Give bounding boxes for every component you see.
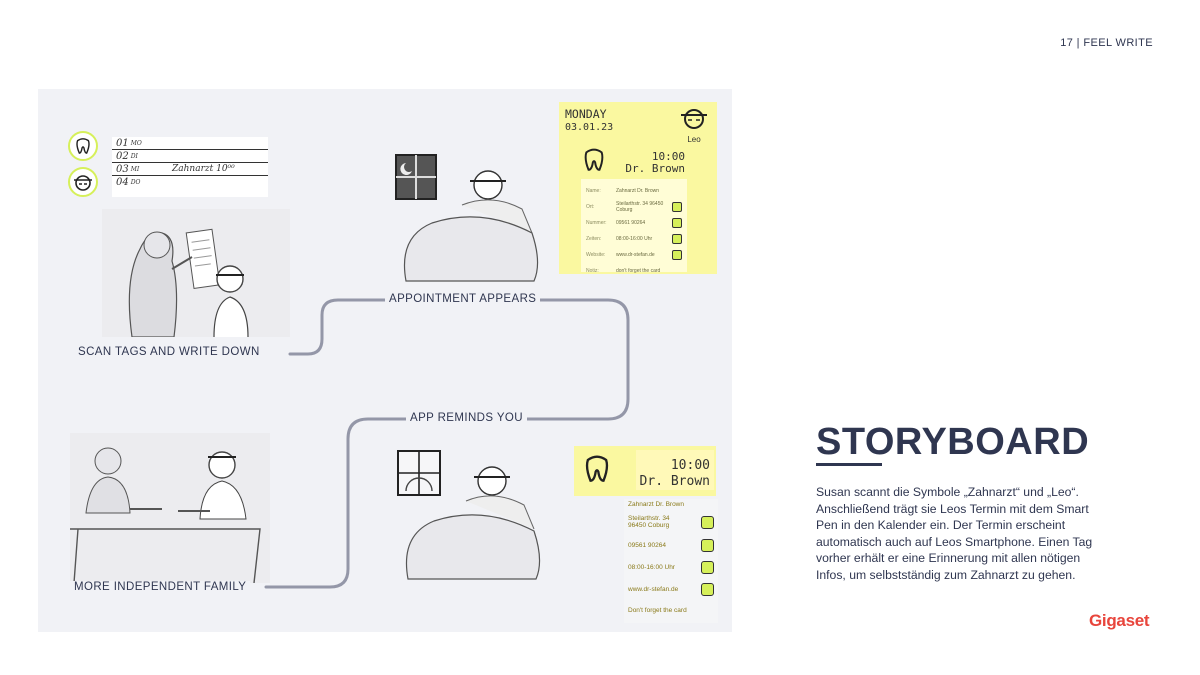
flow-connectors: [264, 298, 630, 589]
tooth-icon: [583, 148, 605, 177]
card-doctor: Dr. Brown: [625, 162, 685, 175]
card-date: 03.01.23: [565, 122, 614, 133]
page-title: STORYBOARD: [816, 421, 1090, 463]
reminder-detail-row: 08:00-16:00 Uhr: [628, 561, 714, 574]
reminder-detail-row: 09561 90264: [628, 539, 714, 552]
storyboard-description: Susan scannt die Symbole „Zahnarzt“ und …: [816, 485, 1093, 582]
step-label-reminder: APP REMINDS YOU: [406, 412, 527, 424]
detail-row: Name:Zahnarzt Dr. Brown: [586, 188, 660, 194]
step-label-appointment: APPOINTMENT APPEARS: [385, 293, 541, 305]
calendar-entry: Zahnarzt 10⁰⁰: [172, 164, 235, 174]
reminder-detail-row: www.dr-stefan.de: [628, 583, 714, 596]
tooth-icon: [584, 454, 610, 489]
reminder-detail-row: Don't forget the card: [628, 607, 687, 614]
brand-logo: Gigaset: [1089, 611, 1150, 630]
detail-row: Notiz:don't forget the card: [586, 268, 661, 274]
title-underline: [816, 463, 882, 466]
location-icon[interactable]: [701, 515, 714, 529]
reminder-card-header[interactable]: 10:00 Dr. Brown: [574, 446, 716, 496]
sketch-family-table: [70, 433, 270, 584]
reminder-detail-row: Zahnarzt Dr. Brown: [628, 501, 684, 508]
reminder-time: 10:00: [670, 458, 710, 473]
clock-icon[interactable]: [672, 234, 682, 244]
card-time: 10:00: [651, 150, 685, 163]
reminder-detail-row: Steilarthstr. 34 96450 Coburg: [628, 515, 714, 529]
tooth-tag-icon[interactable]: [68, 131, 98, 161]
sketch-bed-night: [392, 153, 542, 283]
reminder-card-details: Zahnarzt Dr. Brown Steilarthstr. 34 9645…: [624, 499, 718, 623]
location-icon[interactable]: [672, 202, 682, 212]
phone-icon[interactable]: [701, 539, 714, 552]
step-label-scan: SCAN TAGS AND WRITE DOWN: [74, 346, 264, 358]
leo-tag-icon[interactable]: [68, 167, 98, 197]
sketch-scanning: [102, 209, 290, 338]
reminder-time-box: 10:00 Dr. Brown: [636, 450, 714, 490]
sketch-bed-morning: [394, 449, 544, 581]
leo-avatar-icon: Leo: [679, 106, 709, 144]
detail-row: Ort:Steilarthstr. 34 96450 Coburg: [586, 199, 682, 215]
globe-icon[interactable]: [701, 583, 714, 596]
appointment-card[interactable]: MONDAY 03.01.23 Leo 10:00 Dr. Brown Name…: [559, 102, 717, 274]
detail-row: Website:www.dr-stefan.de: [586, 247, 682, 263]
reminder-doctor: Dr. Brown: [639, 474, 710, 489]
page-header: 17 | FEEL WRITE: [1060, 37, 1153, 49]
card-details: Name:Zahnarzt Dr. Brown Ort:Steilarthstr…: [581, 179, 687, 274]
globe-icon[interactable]: [672, 250, 682, 260]
card-person-label: Leo: [687, 135, 701, 144]
card-day: MONDAY: [565, 107, 607, 121]
phone-icon[interactable]: [672, 218, 682, 228]
step-label-family: MORE INDEPENDENT FAMILY: [70, 581, 251, 593]
detail-row: Nummer:09561 90264: [586, 215, 682, 231]
detail-row: Zeiten:08:00-16:00 Uhr: [586, 231, 682, 247]
clock-icon[interactable]: [701, 561, 714, 574]
